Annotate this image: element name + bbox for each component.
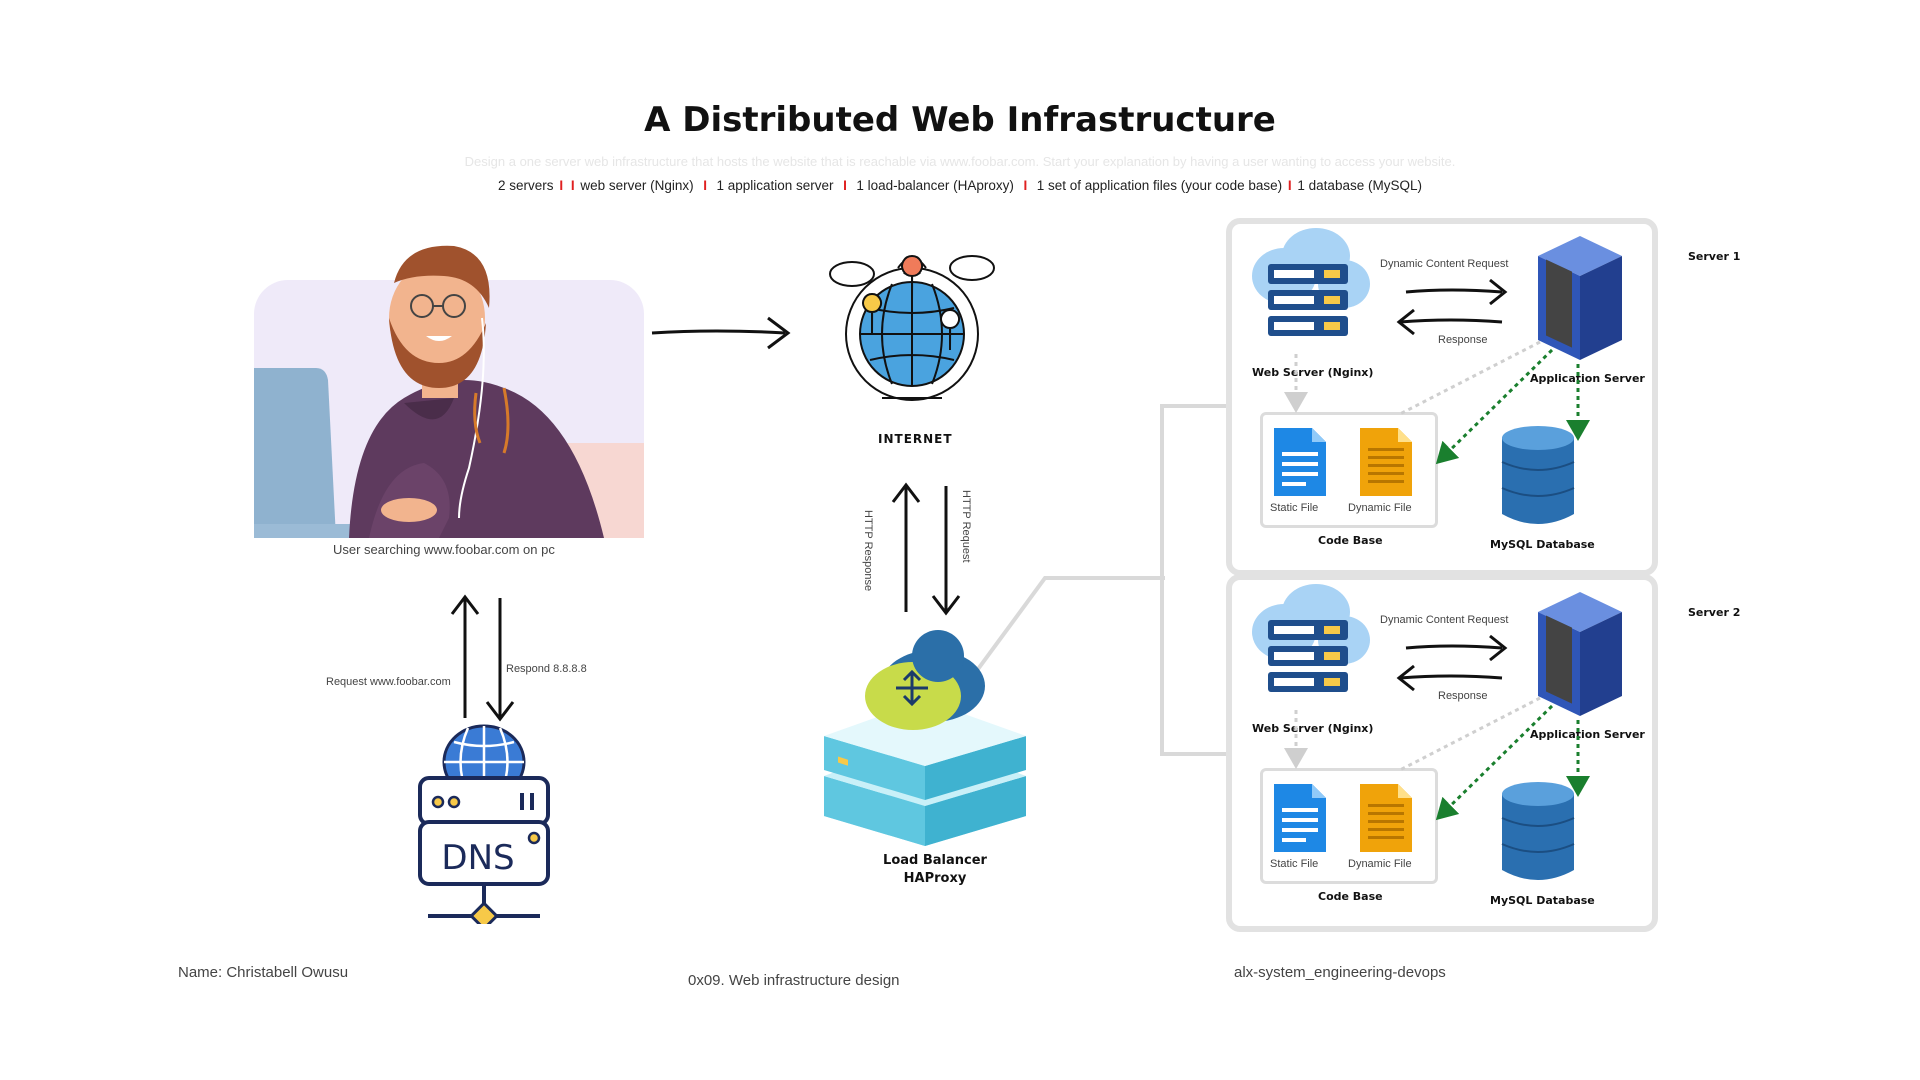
server-2-database-label: MySQL Database [1490,894,1595,907]
server-1-web-server-label: Web Server (Nginx) [1252,366,1374,379]
dns-request-label: Request www.foobar.com [326,676,451,688]
internet-label: INTERNET [878,432,953,446]
server-2-static-file-icon [1272,782,1328,854]
http-request-label: HTTP Request [960,490,972,563]
server-1-dynamic-file-icon [1358,426,1414,498]
http-response-label: HTTP Response [862,510,874,592]
server-1-database-icon [1500,424,1576,528]
footer-repo-name: alx-system_engineering-devops [1234,964,1446,981]
separator: I [699,178,711,193]
user-caption: User searching www.foobar.com on pc [333,542,555,557]
separator: I [570,178,575,193]
requirement-item: 1 load-balancer (HAproxy) [856,178,1014,193]
server-2-response-label: Response [1438,690,1488,702]
server-2-database-icon [1500,780,1576,884]
separator: I [1019,178,1031,193]
server-1-code-base-label: Code Base [1318,534,1383,547]
server-2-code-base-label: Code Base [1318,890,1383,903]
server-2-label: Server 2 [1688,606,1741,619]
server-2-app-server-label: Application Server [1530,728,1645,741]
separator: I [1287,178,1292,193]
user-illustration [254,238,646,538]
server-1-app-server-label: Application Server [1530,372,1645,385]
server-1-app-server-icon [1530,232,1630,362]
server-2-web-server-icon [1244,584,1372,706]
requirement-item: web server (Nginx) [580,178,694,193]
requirement-item: 2 servers [498,178,554,193]
dns-request-arrow [450,594,480,718]
footer-author-name: Name: Christabell Owusu [178,964,349,981]
server-2-app-server-icon [1530,588,1630,718]
dns-respond-arrow [485,598,515,722]
user-at-pc-image [254,245,644,538]
server-2-dynamic-file-icon [1358,782,1414,854]
load-balancer-title: Load Balancer [883,853,987,868]
load-balancer-subtitle: HAProxy [903,871,967,886]
requirements-line: 2 servers I I web server (Nginx) I 1 app… [0,178,1920,193]
load-balancer-label: Load Balancer HAProxy [880,852,990,888]
requirement-item: 1 database (MySQL) [1297,178,1422,193]
server-1-dynamic-request-label: Dynamic Content Request [1380,258,1509,270]
separator: I [839,178,851,193]
server-2-static-file-label: Static File [1270,858,1319,870]
dns-respond-label: Respond 8.8.8.8 [506,663,587,675]
server-1-dynamic-file-label: Dynamic File [1348,502,1412,514]
load-balancer-icon [818,626,1032,846]
requirement-item: 1 set of application files (your code ba… [1036,178,1283,193]
server-1-web-server-icon [1244,228,1372,350]
server-1-label: Server 1 [1688,250,1741,263]
requirement-item: 1 application server [716,178,834,193]
footer-project-title: 0x09. Web infrastructure design [688,972,900,989]
page-subtitle: Design a one server web infrastructure t… [464,154,1456,169]
server-2-dynamic-file-label: Dynamic File [1348,858,1412,870]
dns-text: DNS [441,838,514,878]
server-1-response-label: Response [1438,334,1488,346]
separator: I [559,178,564,193]
server-1-database-label: MySQL Database [1490,538,1595,551]
server-1-static-file-label: Static File [1270,502,1319,514]
user-to-internet-arrow [651,316,791,350]
page-title: A Distributed Web Infrastructure [644,100,1276,140]
dns-server-icon: DNS [408,722,560,931]
lb-to-servers-connector [968,404,1232,756]
http-response-arrow [891,482,921,612]
http-request-arrow [931,486,961,616]
server-2-web-server-label: Web Server (Nginx) [1252,722,1374,735]
internet-globe-icon [826,238,998,410]
server-1-static-file-icon [1272,426,1328,498]
server-2-dynamic-request-label: Dynamic Content Request [1380,614,1509,626]
